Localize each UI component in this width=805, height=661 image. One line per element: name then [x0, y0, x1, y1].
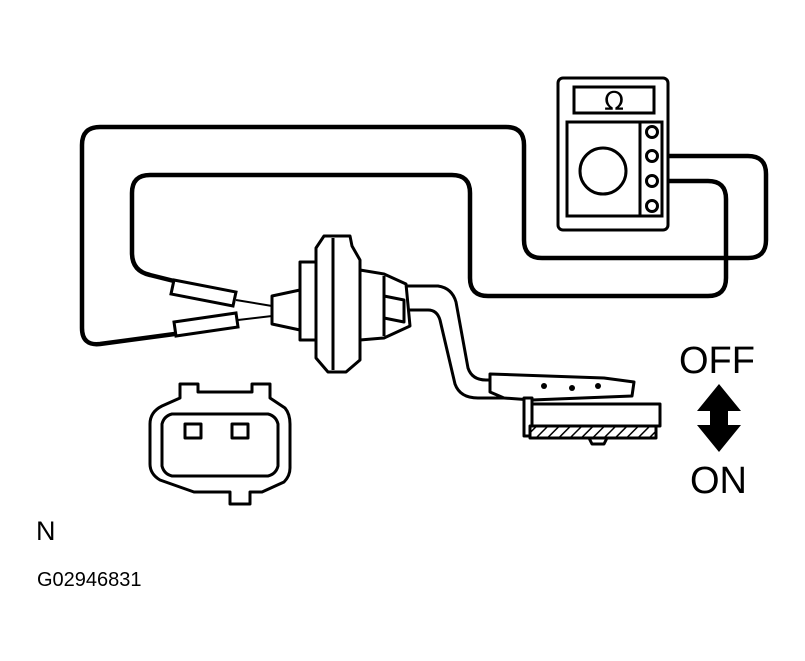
switch-base: [530, 402, 662, 428]
switch-off-label: OFF: [679, 340, 755, 382]
view-letter-label: N: [36, 516, 56, 546]
connector-shell-inner: [160, 412, 280, 478]
test-leads: [79, 124, 769, 347]
meter-display: [572, 85, 656, 115]
double-arrow-vertical-icon: [697, 384, 741, 452]
meter-dial: [578, 146, 628, 196]
connector-pin-2: [230, 422, 250, 440]
switch-on-label: ON: [690, 460, 747, 502]
connector-body: [298, 260, 318, 342]
outer-test-lead: [79, 124, 769, 347]
meter-unit-symbol: Ω: [604, 87, 624, 117]
connector-flange: [314, 234, 362, 374]
upper-probe: [169, 278, 273, 308]
switch-board: [488, 372, 636, 402]
lower-probe: [172, 311, 273, 338]
inner-test-lead: [129, 172, 729, 299]
ohmmeter: [556, 76, 670, 232]
connector-face-view: [148, 382, 292, 506]
meter-terminal-2: [645, 149, 659, 163]
meter-terminal-1: [645, 125, 659, 139]
switch-assembly: [270, 234, 662, 446]
figure-id-label: G02946831: [37, 569, 142, 591]
test-probes: [169, 278, 273, 338]
meter-terminal-3: [645, 174, 659, 188]
connector-pin-1: [183, 422, 203, 440]
meter-terminal-4: [645, 199, 659, 213]
switch-mount: [528, 424, 658, 440]
